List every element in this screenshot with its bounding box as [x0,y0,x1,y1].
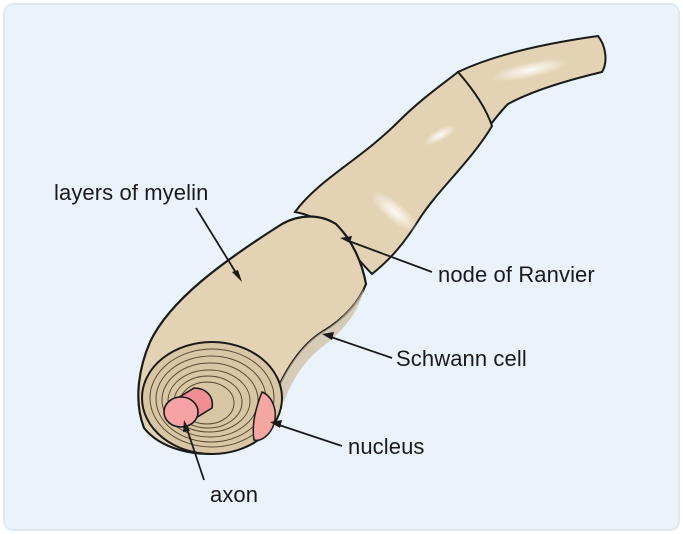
upper-internode-highlight [371,191,419,233]
schwann-cell-shadow [276,288,364,402]
label-node-of-ranvier: node of Ranvier [438,262,595,287]
label-axon: axon [210,482,259,507]
nucleus-shape [252,391,276,442]
axon-core [163,387,214,428]
label-schwann-cell: Schwann cell [396,346,527,371]
upper-internode-highlight-2 [424,124,456,146]
label-nucleus: nucleus [348,434,425,459]
distal-segment-highlight [490,58,570,82]
label-leaders [183,207,433,481]
label-layers-of-myelin: layers of myelin [54,180,209,205]
